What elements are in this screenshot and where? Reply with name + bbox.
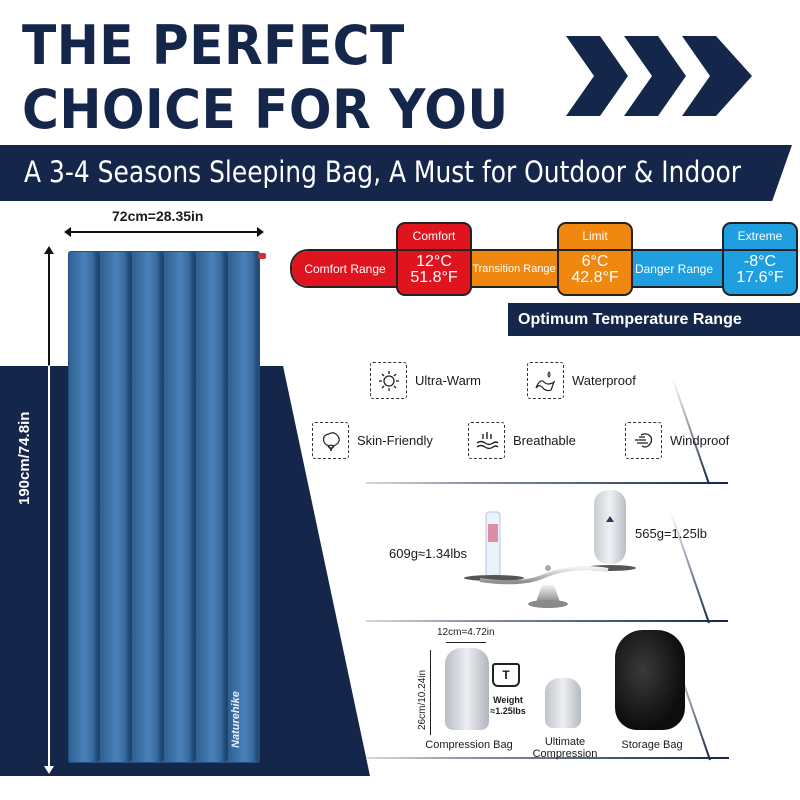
- bag-seam: [226, 255, 228, 759]
- compression-bag-image: [445, 648, 489, 730]
- ultimate-line-2: Compression: [532, 748, 598, 760]
- bag-seam: [98, 255, 100, 759]
- storage-bag-caption: Storage Bag: [621, 739, 683, 751]
- feature-breathable: Breathable: [468, 422, 576, 459]
- sun-icon: [370, 362, 407, 399]
- feature-label: Windproof: [670, 433, 730, 448]
- comfort-label: Comfort: [398, 224, 470, 251]
- chevron-arrows-icon: [566, 36, 752, 116]
- feature-label: Breathable: [513, 433, 576, 448]
- water-bottle: [485, 511, 501, 577]
- feature-skin-friendly: Skin-Friendly: [312, 422, 433, 459]
- compression-bag-caption: Compression Bag: [425, 739, 513, 751]
- ultimate-compression-caption: Ultimate Compression: [527, 736, 603, 760]
- subtitle-text: A 3-4 Seasons Sleeping Bag, A Must for O…: [24, 155, 742, 189]
- weight-panel-bottom-border: [366, 620, 728, 622]
- limit-label: Limit: [559, 224, 631, 251]
- weight-title: Weight: [493, 695, 523, 705]
- packing-panel-bottom-border: [366, 757, 729, 759]
- headline-line-1: THE PERFECT: [22, 14, 405, 77]
- extreme-fahrenheit: 17.6°F: [736, 269, 784, 286]
- bag-seam: [194, 255, 196, 759]
- comfort-temperature-box: Comfort 12°C 51.8°F: [396, 222, 472, 296]
- ultimate-compression-image: [545, 678, 581, 728]
- optimum-temperature-label: Optimum Temperature Range: [508, 303, 800, 336]
- weight-icon-letter: T: [502, 668, 510, 682]
- wind-icon: [625, 422, 662, 459]
- feature-label: Ultra-Warm: [415, 373, 481, 388]
- breathable-waves-icon: [468, 422, 505, 459]
- comfort-range-segment: Comfort Range: [292, 251, 398, 286]
- weight-info: Weight ≈1.25lbs: [488, 695, 528, 717]
- compressed-bag: [594, 490, 626, 564]
- packed-height-arrow-icon: [430, 650, 431, 735]
- weight-value: ≈1.25lbs: [490, 706, 526, 716]
- transition-range-segment: Transition Range: [470, 251, 558, 286]
- packed-width-arrow-icon: [446, 642, 486, 643]
- bag-weight-label: 565g=1.25lb: [635, 526, 707, 541]
- bottle-weight-label: 609g≈1.34lbs: [389, 546, 467, 561]
- danger-range-segment: Danger Range: [630, 251, 718, 286]
- width-dimension-label: 72cm=28.35in: [112, 208, 204, 224]
- limit-temperature-box: Limit 6°C 42.8°F: [557, 222, 633, 296]
- feature-waterproof: Waterproof: [527, 362, 636, 399]
- comfort-celsius: 12°C: [416, 253, 452, 270]
- feature-label: Skin-Friendly: [357, 433, 433, 448]
- height-arrow-icon: [44, 246, 54, 774]
- sleeping-bag-image: [68, 251, 260, 763]
- features-panel-bottom-border: [366, 482, 728, 484]
- packed-height-label: 26cm/10.24in: [417, 669, 428, 730]
- weight-icon: T: [492, 663, 520, 687]
- subtitle-band: [0, 145, 792, 201]
- extreme-label: Extreme: [724, 224, 796, 251]
- feature-label: Waterproof: [572, 373, 636, 388]
- water-drop-icon: [527, 362, 564, 399]
- temperature-scale: Comfort Range Transition Range Danger Ra…: [290, 249, 796, 288]
- packed-width-label: 12cm=4.72in: [437, 627, 495, 638]
- headline: THE PERFECT CHOICE FOR YOU: [22, 14, 509, 142]
- bag-seam: [130, 255, 132, 759]
- bag-seam: [162, 255, 164, 759]
- width-arrow-icon: [64, 227, 264, 237]
- comfort-fahrenheit: 51.8°F: [410, 269, 458, 286]
- extreme-temperature-box: Extreme -8°C 17.6°F: [722, 222, 798, 296]
- height-dimension-label: 190cm/74.8in: [16, 411, 33, 505]
- drawcord-toggle: [258, 253, 266, 259]
- limit-celsius: 6°C: [581, 253, 609, 270]
- cotton-icon: [312, 422, 349, 459]
- brand-logo-text: Naturehike: [230, 691, 242, 748]
- headline-line-2: CHOICE FOR YOU: [22, 78, 509, 141]
- extreme-celsius: -8°C: [743, 253, 777, 270]
- feature-ultra-warm: Ultra-Warm: [370, 362, 481, 399]
- ultimate-line-1: Ultimate: [544, 736, 586, 748]
- storage-bag-image: [615, 630, 685, 730]
- limit-fahrenheit: 42.8°F: [571, 269, 619, 286]
- feature-windproof: Windproof: [625, 422, 729, 459]
- balance-scale-image: [464, 490, 636, 608]
